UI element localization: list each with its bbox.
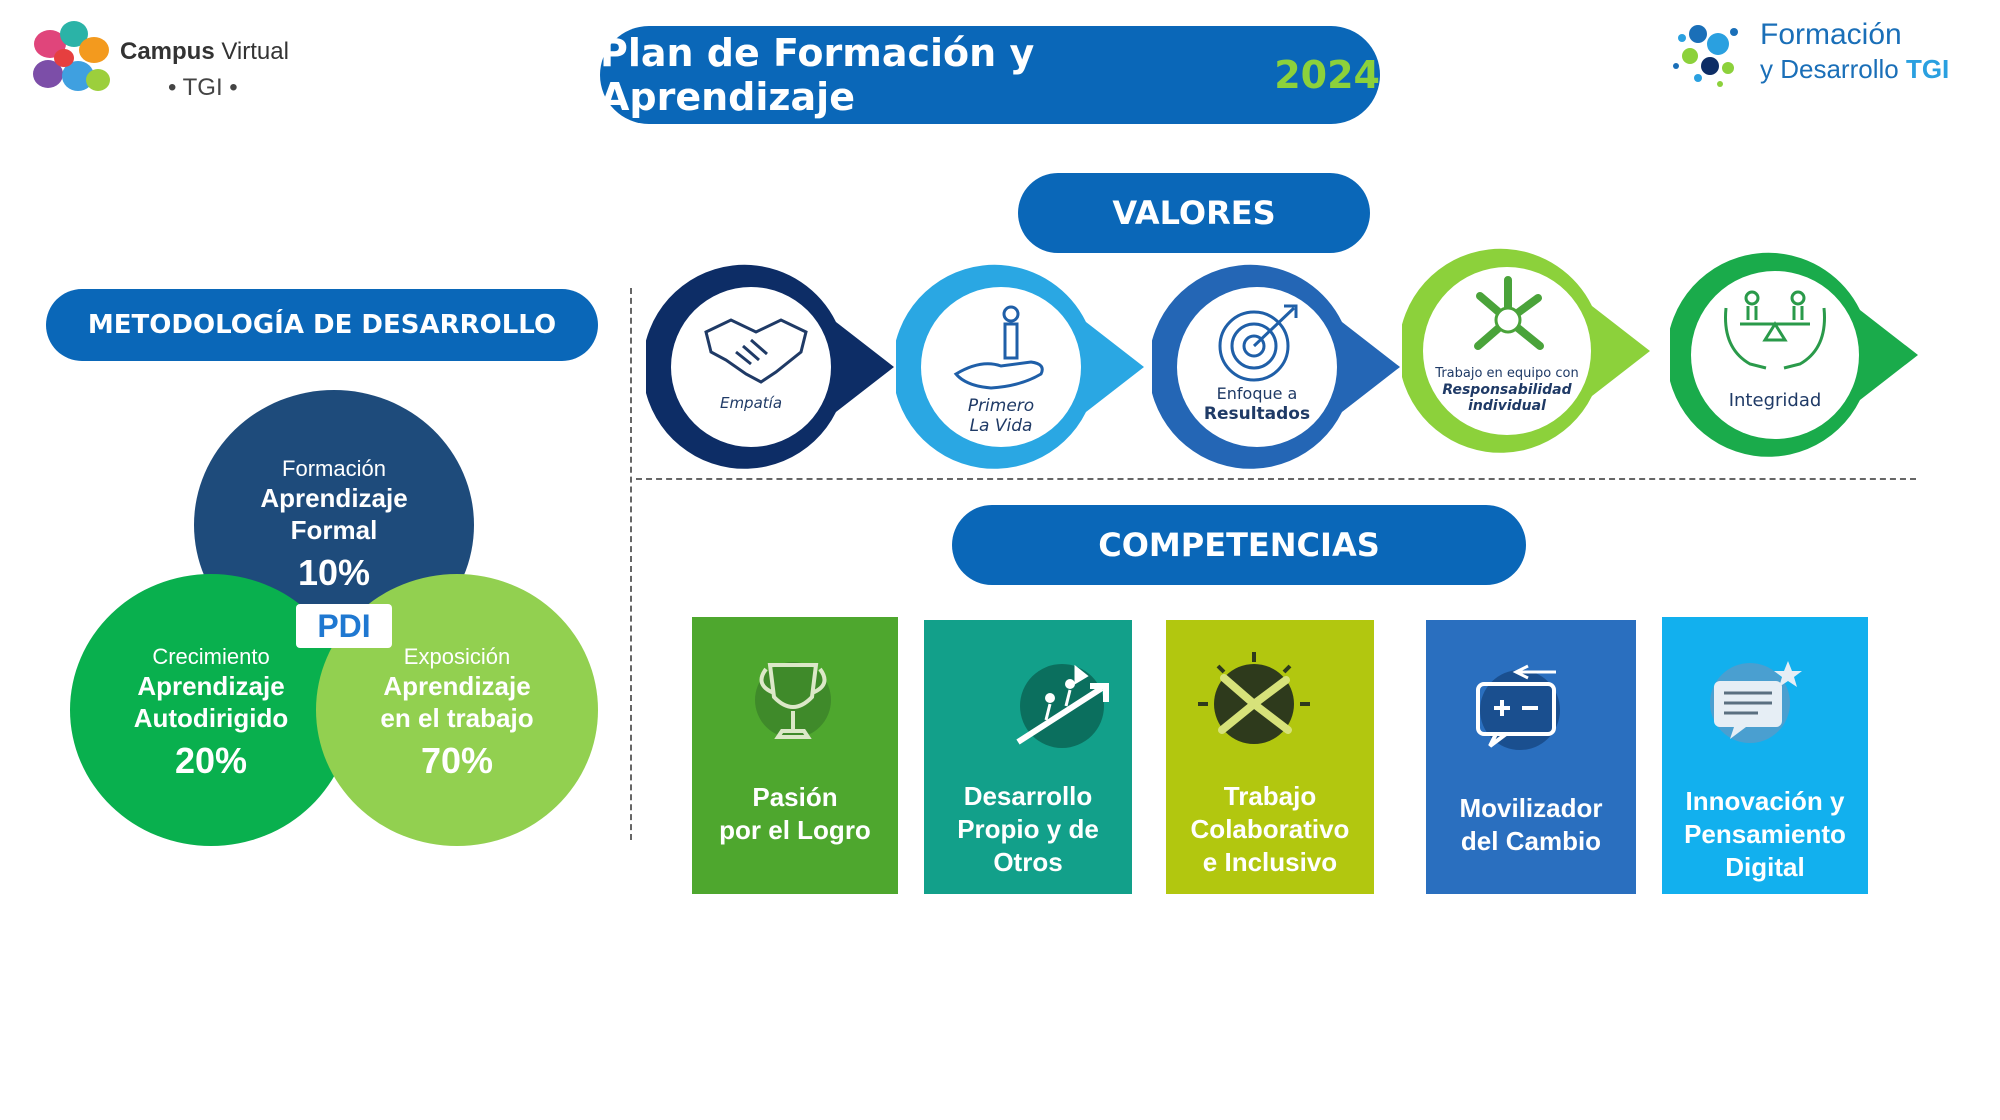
hand-person-icon — [953, 305, 1044, 390]
logo-brand-rest: Virtual — [221, 38, 289, 65]
campus-virtual-logo: Campus Virtual • TGI • — [28, 14, 308, 114]
united-hands-icon — [1198, 652, 1310, 744]
page-title-year: 2024 — [1274, 53, 1380, 97]
valor-badge — [642, 264, 894, 469]
innovation-icon — [1710, 661, 1802, 743]
competencias-heading: COMPETENCIAS — [952, 505, 1526, 585]
valor-label-1: Trabajo en equipo con — [1435, 366, 1579, 381]
valor-empatia: Empatía — [642, 262, 906, 472]
circle-big-label-2: Autodirigido — [133, 703, 289, 733]
competencia-desarrollo: Desarrollo Propio y de Otros — [924, 620, 1132, 894]
circle-big-label-2: Formal — [290, 515, 378, 545]
competencia-label-1: Desarrollo — [963, 781, 1093, 811]
competencia-trabajo-colaborativo: Trabajo Colaborativo e Inclusivo — [1166, 620, 1374, 894]
valor-label-2: La Vida — [969, 416, 1033, 436]
valor-label-1: Primero — [967, 396, 1035, 416]
page-title-text: Plan de Formación y Aprendizaje — [600, 31, 1035, 119]
valor-label-3: individual — [1468, 398, 1546, 414]
valor-enfoque-resultados: Enfoque a Resultados — [1148, 262, 1412, 472]
change-icon — [1476, 664, 1560, 750]
trophy-icon — [755, 662, 831, 739]
circle-percent: 70% — [420, 740, 494, 781]
metodologia-heading: METODOLOGÍA DE DESARROLLO — [46, 289, 598, 361]
dots-logo-icon — [1673, 25, 1738, 87]
competencia-label-2: del Cambio — [1460, 826, 1602, 856]
competencia-label-1: Pasión — [752, 782, 838, 812]
valor-badge — [1398, 248, 1650, 453]
valor-badge — [1666, 252, 1918, 457]
competencia-movilizador-cambio: Movilizador del Cambio — [1426, 620, 1636, 894]
circle-percent: 10% — [297, 552, 371, 593]
pdi-label: PDI — [296, 604, 392, 648]
circle-big-label-1: Aprendizaje — [137, 671, 285, 701]
valor-label: Empatía — [719, 394, 783, 412]
team-hands-icon — [1474, 276, 1544, 350]
page-title: Plan de Formación y Aprendizaje 2024 — [600, 26, 1380, 124]
competencia-label-3: Digital — [1725, 852, 1805, 882]
competencia-label-2: Pensamiento — [1684, 819, 1846, 849]
competencia-label-1: Innovación y — [1685, 786, 1845, 816]
competencia-innovacion: Innovación y Pensamiento Digital — [1662, 617, 1868, 894]
valor-integridad: Integridad — [1666, 250, 1930, 460]
competencia-label-1: Trabajo — [1223, 781, 1317, 811]
circle-percent: 20% — [174, 740, 248, 781]
growth-icon — [1016, 664, 1109, 748]
competencia-label-1: Movilizador — [1459, 793, 1603, 823]
competencia-pasion-logro: Pasión por el Logro — [692, 617, 898, 894]
competencia-label-2: Colaborativo — [1190, 814, 1350, 844]
valor-trabajo-equipo: Trabajo en equipo con Responsabilidad in… — [1398, 246, 1662, 456]
circle-small-label: Formación — [282, 456, 386, 481]
valor-label: Integridad — [1728, 390, 1822, 411]
logo-sub: • TGI • — [168, 74, 238, 101]
horizontal-divider — [636, 478, 1916, 480]
logo-right-line1: Formación — [1760, 18, 1902, 51]
circle-big-label-2: en el trabajo — [380, 703, 534, 733]
competencia-label-3: Otros — [993, 847, 1063, 877]
circle-small-label: Exposición — [403, 644, 511, 669]
competencia-label-2: Propio y de — [957, 814, 1099, 844]
hands-logo-icon — [33, 21, 110, 91]
logo-right-accent: TGI — [1905, 54, 1950, 84]
competencia-label-3: e Inclusivo — [1202, 847, 1338, 877]
handshake-icon — [704, 318, 808, 384]
vertical-divider — [630, 288, 632, 840]
logo-brand: Campus — [120, 38, 215, 65]
target-icon — [1218, 304, 1298, 382]
valores-heading: VALORES — [1018, 173, 1370, 253]
balance-icon — [1724, 290, 1826, 370]
circle-small-label: Crecimiento — [152, 644, 270, 669]
circle-big-label-1: Aprendizaje — [383, 671, 531, 701]
valor-label-1: Enfoque a — [1216, 384, 1298, 403]
circle-big-label-1: Aprendizaje — [260, 483, 408, 513]
competencia-label-2: por el Logro — [719, 815, 871, 845]
valor-primero-la-vida: Primero La Vida — [892, 262, 1156, 472]
valor-label-2: Responsabilidad — [1442, 382, 1572, 398]
logo-right-line2: y Desarrollo TGI — [1760, 54, 1950, 84]
formacion-desarrollo-logo: Formación y Desarrollo TGI — [1668, 14, 1998, 104]
valor-label-2: Resultados — [1203, 404, 1311, 424]
